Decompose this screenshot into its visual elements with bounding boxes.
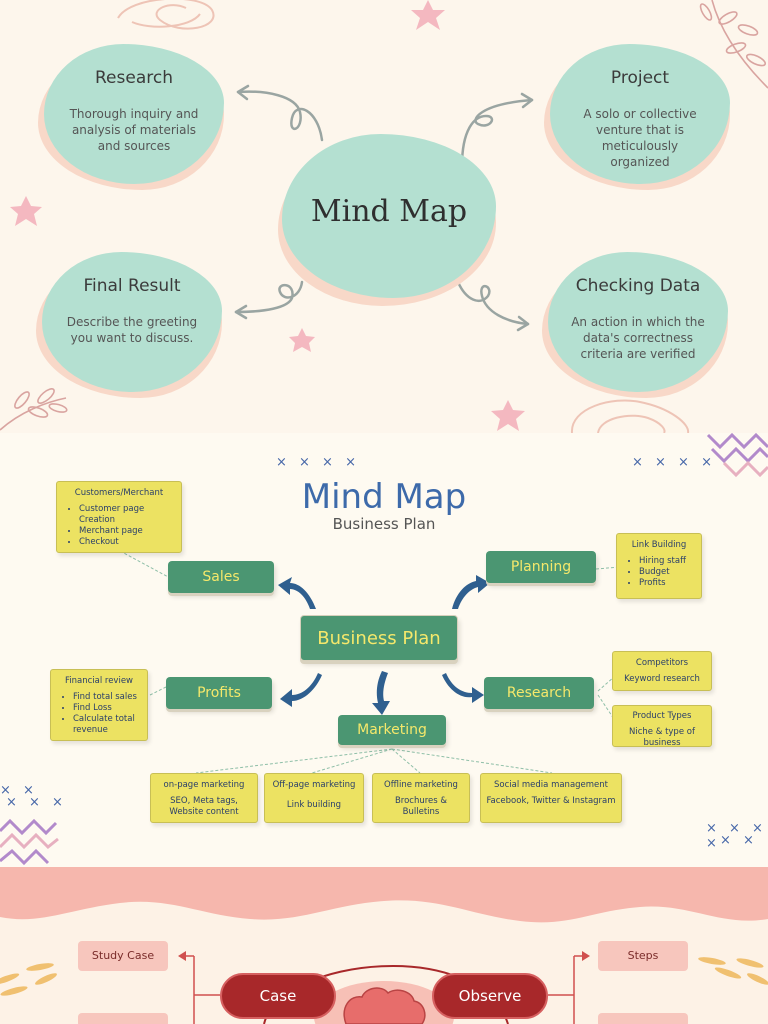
- note-desc: SEO, Meta tags, Website content: [169, 796, 239, 817]
- central-topic-box: Business Plan: [300, 615, 458, 661]
- central-topic-blob: Mind Map: [278, 134, 496, 306]
- node-project: Project A solo or collective venture tha…: [544, 44, 730, 190]
- leaf-branch-decoration: [0, 388, 68, 431]
- note-line: Competitors: [635, 658, 689, 668]
- note-financial-review: Financial review Find total sales Find L…: [50, 669, 148, 741]
- star-decoration: [491, 400, 525, 431]
- direction-arrows: [278, 575, 490, 715]
- note-on-page-marketing: on-page marketing SEO, Meta tags, Websit…: [150, 773, 258, 823]
- x-mark-decoration: × ×: [0, 783, 38, 798]
- zigzag-decoration: [0, 433, 768, 866]
- note-item: Merchant page: [79, 526, 173, 537]
- note-item: Find Loss: [73, 703, 139, 714]
- note-item: Hiring staff: [639, 556, 693, 567]
- branch-planning: Planning: [486, 551, 596, 583]
- note-item: Find total sales: [73, 692, 139, 703]
- note-title: Social media management: [493, 780, 609, 790]
- note-line: Product Types: [632, 711, 692, 721]
- arrow-right-icon: [582, 951, 590, 961]
- note-competitors: Competitors Keyword research: [612, 651, 712, 691]
- branch-marketing: Marketing: [338, 715, 446, 745]
- mind-map-panel-3: Study Case Steps Case Observe: [0, 867, 768, 1024]
- note-line: Niche & type of business: [629, 727, 695, 748]
- node-case: Case: [220, 973, 336, 1019]
- pill-steps: Steps: [598, 941, 688, 971]
- note-off-page-marketing: Off-page marketing Link building: [264, 773, 364, 823]
- blob-shape: [550, 44, 730, 184]
- swirl-decoration-bottom: [570, 399, 690, 433]
- arrow-left-icon: [178, 951, 186, 961]
- note-item: Calculate total revenue: [73, 714, 139, 736]
- page-title: Mind Map: [301, 477, 467, 517]
- node-observe: Observe: [432, 973, 548, 1019]
- node-description: An action in which the data's correctnes…: [571, 315, 705, 361]
- node-title: Checking Data: [575, 276, 701, 296]
- note-desc: Facebook, Twitter & Instagram: [486, 796, 616, 806]
- x-mark-decoration: × ×: [720, 833, 758, 848]
- note-line: Keyword research: [624, 674, 700, 684]
- blob-shape: [548, 252, 728, 392]
- branch-sales: Sales: [168, 561, 274, 593]
- node-title: Project: [610, 68, 670, 88]
- note-title: Link Building: [631, 540, 687, 550]
- note-item: Checkout: [79, 537, 173, 548]
- note-offline-marketing: Offline marketing Brochures & Bulletins: [372, 773, 470, 823]
- wavy-header-band: [0, 867, 768, 923]
- blob-shape: [42, 252, 222, 392]
- node-research: Research Thorough inquiry and analysis o…: [38, 44, 224, 190]
- leaf-branch-decoration: [699, 0, 768, 89]
- node-description: Thorough inquiry and analysis of materia…: [69, 107, 199, 153]
- node-final-result: Final Result Describe the greeting you w…: [36, 252, 222, 398]
- brain-icon: [343, 987, 426, 1024]
- node-checking-data: Checking Data An action in which the dat…: [542, 252, 728, 398]
- x-mark-decoration: × × × ×: [706, 821, 767, 851]
- pill-study-case: Study Case: [78, 941, 168, 971]
- note-social-media-management: Social media management Facebook, Twitte…: [480, 773, 622, 823]
- branch-research: Research: [484, 677, 594, 709]
- star-decoration: [411, 0, 445, 30]
- pill-placeholder: [78, 1013, 168, 1024]
- node-description: A solo or collective venture that is met…: [583, 107, 697, 169]
- note-title: Customers/Merchant: [74, 488, 164, 498]
- note-title: Financial review: [64, 676, 134, 686]
- x-mark-decoration: × × × ×: [276, 455, 360, 470]
- mind-map-panel-1: Mind Map Research Thorough inquiry and a…: [0, 0, 768, 433]
- note-customers-merchant: Customers/Merchant Customer page Creatio…: [56, 481, 182, 553]
- note-item: Profits: [639, 578, 693, 589]
- note-title: Offline marketing: [384, 780, 458, 790]
- note-title: on-page marketing: [163, 780, 245, 790]
- note-desc: Brochures & Bulletins: [394, 796, 448, 817]
- x-mark-decoration: × × ×: [6, 795, 67, 810]
- note-product-types: Product Types Niche & type of business: [612, 705, 712, 748]
- note-item: Budget: [639, 567, 693, 578]
- swirl-decoration-top: [117, 0, 215, 30]
- node-description: Describe the greeting you want to discus…: [66, 315, 198, 345]
- connector-arrows: [234, 84, 534, 332]
- central-topic-title: Mind Map: [310, 194, 468, 229]
- blob-shape: [44, 44, 224, 184]
- note-desc: Link building: [286, 800, 342, 810]
- panel1-decorations: [0, 0, 768, 433]
- star-decoration: [10, 196, 42, 226]
- note-title: Off-page marketing: [272, 780, 356, 790]
- pill-placeholder: [598, 1013, 688, 1024]
- node-title: Research: [95, 68, 173, 88]
- note-link-building: Link Building Hiring staff Budget Profit…: [616, 533, 702, 599]
- star-decoration: [289, 328, 315, 352]
- blob-shape: [282, 134, 496, 298]
- node-title: Final Result: [83, 276, 181, 296]
- note-item: Customer page Creation: [79, 504, 173, 526]
- mind-map-panel-2: × × × × × × × × × × × × × × × × × × × Mi…: [0, 433, 768, 867]
- branch-profits: Profits: [166, 677, 272, 709]
- page-subtitle: Business Plan: [332, 515, 436, 533]
- wheat-decoration: [0, 957, 768, 996]
- x-mark-decoration: × × × ×: [632, 455, 716, 470]
